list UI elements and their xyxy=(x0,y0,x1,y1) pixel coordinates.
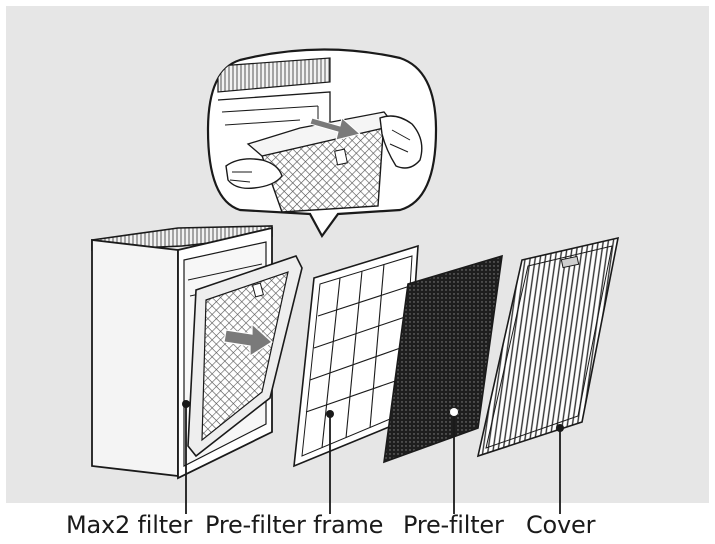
air-purifier-body xyxy=(91,225,303,480)
label-cover: Cover xyxy=(526,511,596,539)
prefilter-illustration xyxy=(383,254,503,464)
label-prefilter: Pre-filter xyxy=(403,511,504,539)
zoom-callout-bubble xyxy=(206,48,438,239)
label-max2-filter: Max2 filter xyxy=(66,511,193,539)
leader-dot-prefilter-frame xyxy=(326,410,334,418)
leader-dot-max2-filter xyxy=(182,400,190,408)
leader-dot-cover xyxy=(556,424,564,432)
leader-dot-prefilter xyxy=(450,408,458,416)
label-prefilter-frame: Pre-filter frame xyxy=(205,511,384,539)
leader-lines xyxy=(182,400,564,514)
prefilter-frame-illustration xyxy=(293,244,419,468)
cover-illustration xyxy=(476,236,620,458)
